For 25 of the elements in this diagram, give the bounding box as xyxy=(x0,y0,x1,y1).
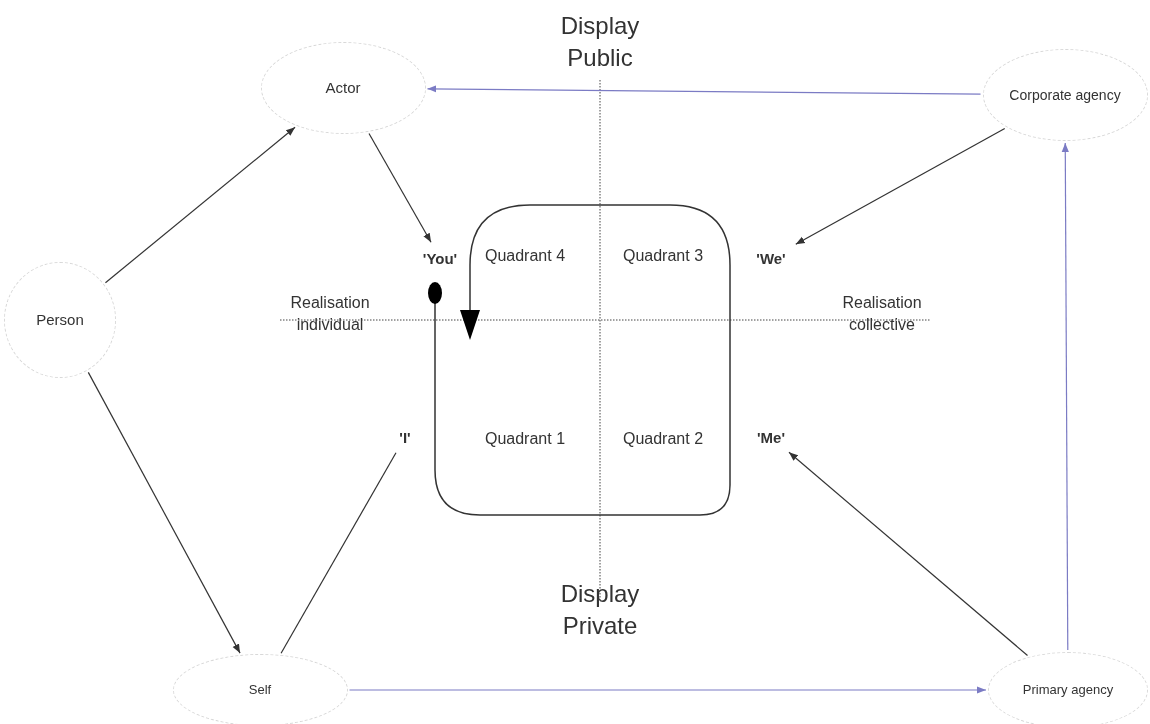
quadrant-label: Quadrant 2 xyxy=(621,429,705,449)
quadrant-label: Realisation individual xyxy=(289,293,371,335)
pronoun-label: 'Me' xyxy=(748,423,794,451)
quadrant-label: Quadrant 4 xyxy=(483,246,567,266)
axis-title: Display Private xyxy=(559,579,641,642)
arrow xyxy=(788,451,1029,657)
arrow xyxy=(87,371,241,654)
node-label: Actor xyxy=(325,78,361,98)
quadrant-label: Quadrant 1 xyxy=(483,429,567,449)
arrow xyxy=(104,126,296,284)
arrow xyxy=(368,132,432,243)
axis-title: Display Public xyxy=(559,11,641,74)
node-label: Primary agency xyxy=(1022,681,1114,699)
quadrant-label: Quadrant 3 xyxy=(621,246,705,266)
pronoun-label: 'I' xyxy=(393,423,417,451)
arrow xyxy=(348,686,987,694)
node-label: Corporate agency xyxy=(1009,85,1121,105)
arrow xyxy=(795,127,1006,245)
node-label: Person xyxy=(36,310,84,330)
arrow xyxy=(426,85,982,95)
node-label: Self xyxy=(248,681,272,699)
pronoun-label: 'You' xyxy=(415,244,465,272)
pronoun-label: 'We' xyxy=(748,244,794,272)
arrow xyxy=(1061,142,1069,651)
quadrant-label: Realisation collective xyxy=(841,293,923,335)
